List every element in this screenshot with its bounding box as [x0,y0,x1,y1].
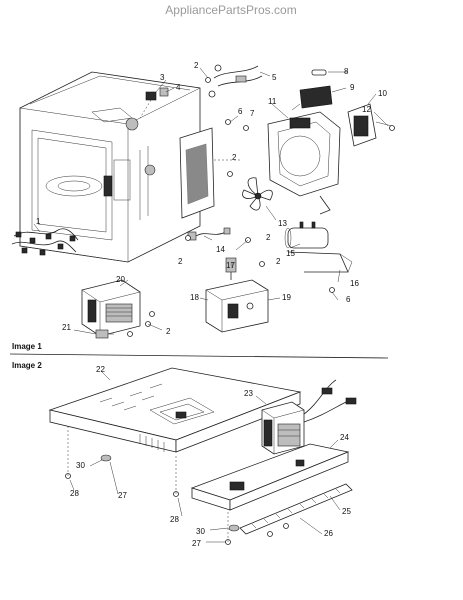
sensor-part [187,227,231,241]
callout-27b: 27 [192,539,201,548]
leader-lines-image1 [33,67,389,335]
screws-image2 [65,426,289,545]
callout-25: 25 [342,507,351,516]
watermark-text: AppliancePartsPros.com [165,3,296,17]
callout-22: 22 [96,365,105,374]
callout-4: 4 [176,83,181,92]
drawer-tray-part [190,443,350,511]
callout-5: 5 [272,73,277,82]
diode-bracket-part [347,103,395,147]
fan-blade-part [242,177,273,211]
callout-2d: 2 [178,257,183,266]
oven-cavity-part [19,71,201,263]
callout-2c: 2 [266,233,271,242]
fuse-holder-part [291,85,333,111]
callout-16: 16 [350,279,359,288]
section-divider [9,353,389,359]
motor-bracket-part [205,279,269,333]
callout-23: 23 [244,389,253,398]
callout-7: 7 [250,109,255,118]
callout-30a: 30 [76,461,85,470]
callout-2a: 2 [194,61,199,70]
capacitor-part [284,221,329,249]
lamp-socket-part [225,257,237,280]
callout-6a: 6 [238,107,243,116]
transformer-part [81,279,141,337]
feet-image2 [100,454,240,532]
section-label-image1: Image 1 [12,342,42,351]
callout-15: 15 [286,249,295,258]
callout-12: 12 [362,105,371,114]
callout-28b: 28 [170,515,179,524]
door-switch-wiring-part [208,64,263,98]
callout-21: 21 [62,323,71,332]
leader-lines-image2 [69,371,341,543]
callout-8: 8 [344,67,349,76]
callouts-image1: 1 2 2 2 2 2 2 3 4 5 6 6 7 8 9 10 11 12 1… [36,61,387,336]
callout-27a: 27 [118,491,127,500]
callout-14: 14 [216,245,225,254]
callout-11: 11 [268,97,277,106]
base-plate-part [48,367,302,453]
capacitor-bracket-part [287,251,353,273]
callout-17: 17 [226,261,235,270]
callout-18: 18 [190,293,199,302]
callout-30b: 30 [196,527,205,536]
callout-6b: 6 [346,295,351,304]
callout-2e: 2 [276,257,281,266]
callout-9: 9 [350,83,355,92]
callout-19: 19 [282,293,291,302]
callout-10: 10 [378,89,387,98]
callout-26: 26 [324,529,333,538]
thermal-cutoff-part [139,87,169,119]
callout-2b: 2 [232,153,237,162]
grille-ribs [251,488,341,529]
fuse-part [311,69,327,76]
callout-1: 1 [36,217,41,226]
callouts-image2: 22 23 24 25 26 27 27 28 28 30 30 [70,365,351,548]
callout-3: 3 [160,73,165,82]
callout-28a: 28 [70,489,79,498]
vent-panel-part [179,127,240,219]
fan-bracket-part [267,111,341,215]
grille-strip-part [239,483,353,535]
wire-harness-part [11,228,79,256]
base-vent-slots [139,434,165,452]
callout-13: 13 [278,219,287,228]
magnetron-part [261,379,357,455]
callout-20: 20 [116,275,125,284]
callout-2f: 2 [166,327,171,336]
section-label-image2: Image 2 [12,361,42,370]
callout-24: 24 [340,433,349,442]
